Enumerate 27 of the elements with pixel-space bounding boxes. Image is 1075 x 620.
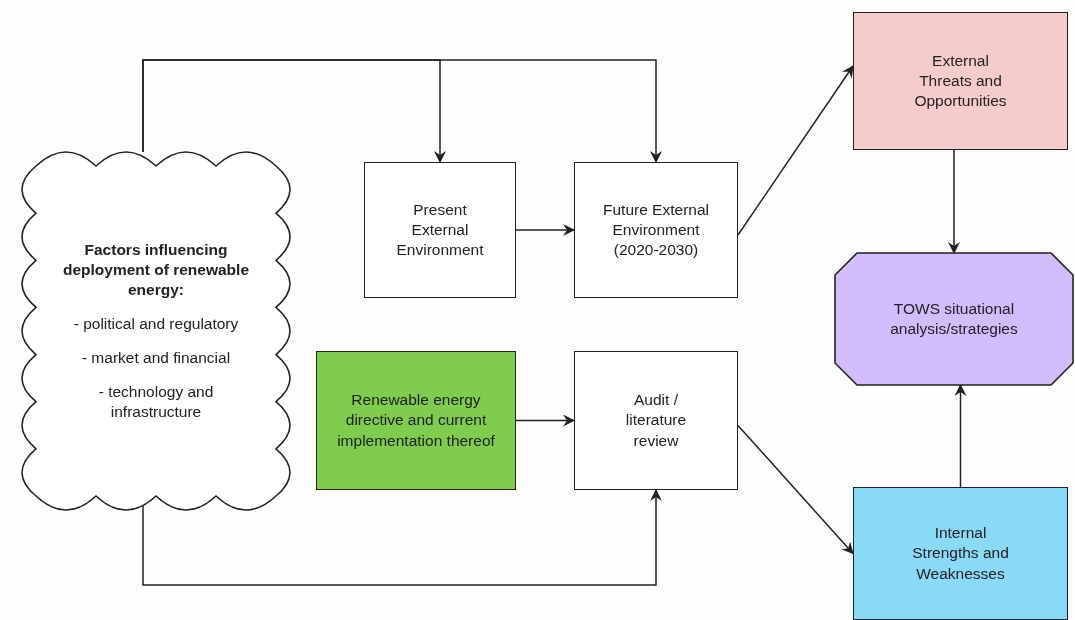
cloud-shape — [22, 152, 290, 510]
cloud-heading: Factors influencing deployment of renewable energy: — [62, 239, 250, 300]
octagon-box — [835, 253, 1073, 385]
box-label: Internal Strengths and Weaknesses — [911, 523, 1010, 584]
arrow — [142, 489, 662, 586]
process-box — [364, 162, 516, 298]
arrow — [515, 414, 575, 427]
process-box — [316, 351, 516, 490]
box-label: External Threats and Opportunities — [913, 50, 1008, 112]
arrow — [948, 149, 960, 254]
box-label: TOWS situational analysis/strategies — [889, 298, 1019, 339]
box-label: Audit / literature review — [624, 390, 688, 451]
arrow — [737, 424, 854, 555]
box-label: Future External Environment (2020-2030) — [602, 199, 710, 261]
arrow — [142, 59, 662, 163]
process-box — [574, 162, 738, 298]
process-box — [574, 351, 738, 490]
arrow — [954, 384, 967, 488]
factor-item: - technology and infrastructure — [97, 382, 215, 423]
box-label: Renewable energy directive and current implementation thereof — [336, 390, 496, 451]
process-box — [853, 12, 1068, 150]
box-label: Present External Environment — [395, 199, 485, 261]
factor-item: - political and regulatory — [73, 313, 239, 334]
process-box — [853, 487, 1068, 620]
arrow — [515, 224, 575, 236]
factor-item: - market and financial — [81, 348, 231, 369]
arrow — [737, 65, 854, 236]
